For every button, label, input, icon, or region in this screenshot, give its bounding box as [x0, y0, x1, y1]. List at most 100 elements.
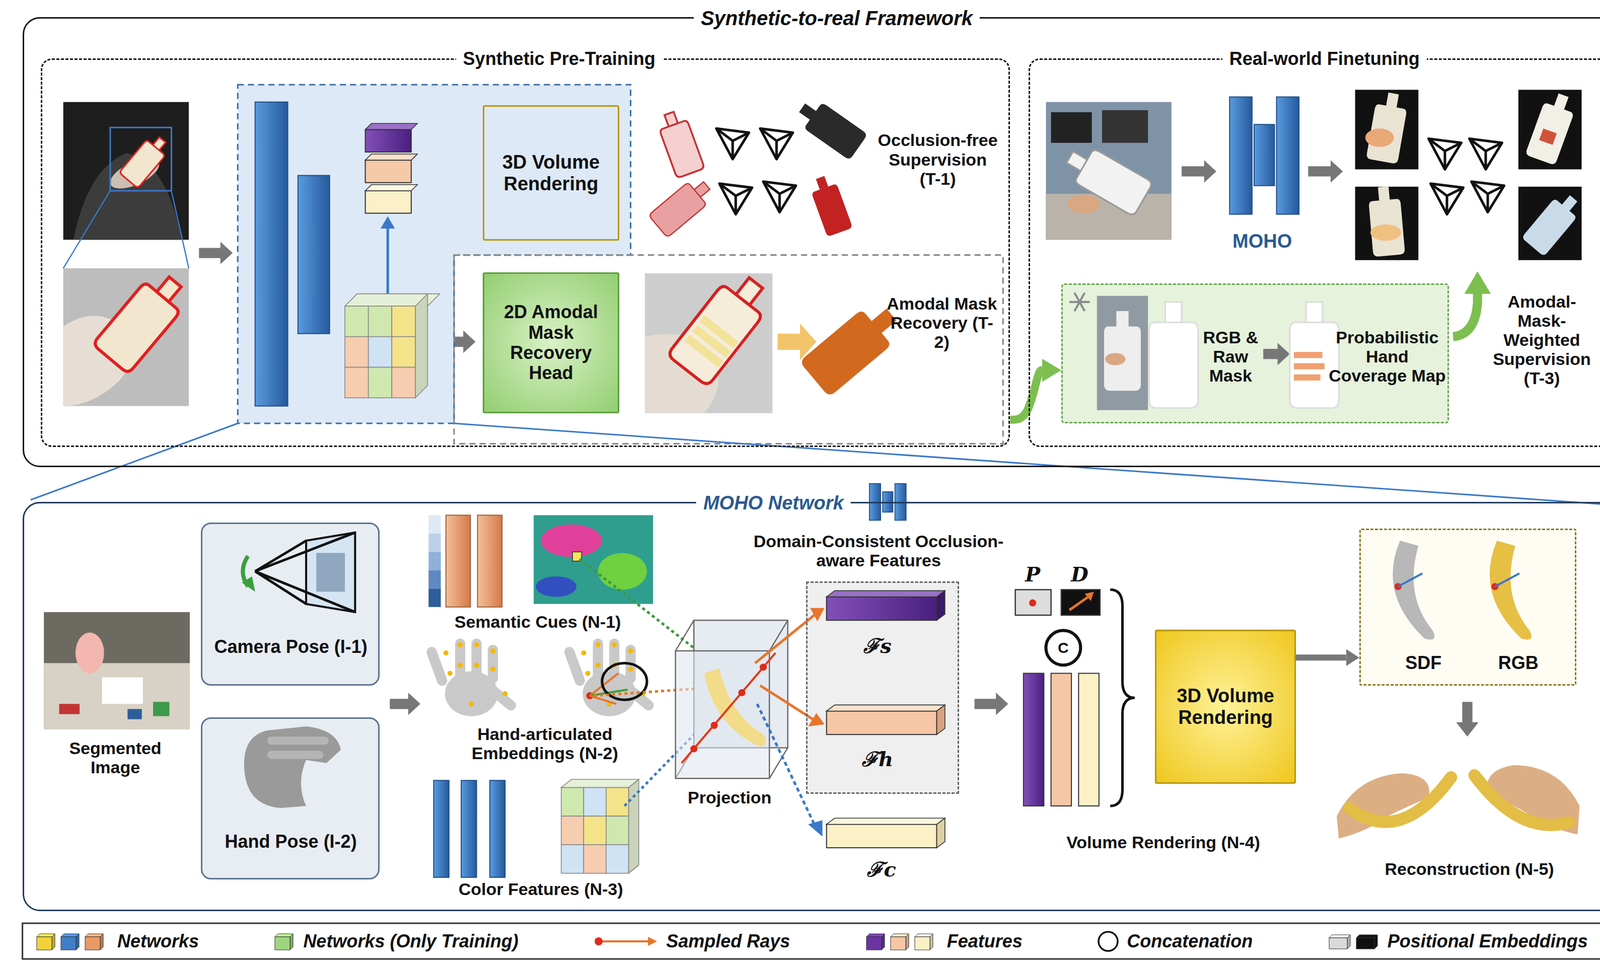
hand-renders [1518, 89, 1582, 170]
legend-sample-shape [866, 933, 933, 951]
color-features [461, 780, 477, 878]
input-photo [63, 190, 111, 269]
semantic-cues [477, 515, 503, 607]
concat-stack [1029, 599, 1037, 607]
input-photo [171, 190, 189, 269]
network-frame: Camera Pose (I-1) Hand Pose (I-2) Domain-C… [22, 501, 1600, 912]
legend-sample-shape [1098, 931, 1118, 952]
box-fill [22, 17, 1600, 468]
semantic-cues [428, 570, 441, 589]
feature-bars [936, 818, 945, 848]
input-box: Hand Pose (I-2) [200, 717, 380, 880]
legend-item: Features [864, 929, 1023, 954]
rendered-objects [760, 128, 793, 160]
flow-arrow [1009, 370, 1042, 420]
concat-stack [1051, 673, 1072, 807]
box-fill [200, 522, 380, 686]
color-features [583, 816, 607, 845]
concat-stack [1084, 591, 1094, 601]
network-region [391, 367, 416, 399]
concat-stack [1045, 630, 1081, 666]
box-label: ℱh [861, 748, 894, 771]
rendered-objects [792, 94, 868, 161]
segmented-image [43, 612, 190, 730]
camera-icon [306, 532, 355, 613]
coverage-example [1293, 351, 1323, 358]
feature-bars [826, 818, 945, 825]
feature-bars [826, 704, 945, 711]
color-features [606, 844, 629, 874]
camera-icon [255, 571, 307, 605]
projection-cube [681, 652, 776, 764]
flow-arrow [1295, 654, 1347, 661]
legend-sample-shape [1329, 934, 1378, 950]
rendered-objects [763, 181, 796, 213]
annotation: Reconstruction (N-5) [1346, 859, 1592, 879]
module-box: 3D Volume Rendering [1154, 629, 1296, 784]
legend-sample [272, 929, 297, 954]
box-fill [22, 501, 1600, 912]
box-label: Domain-Consistent Occlusion-aware Featur… [753, 531, 1005, 570]
coverage-example [1293, 374, 1321, 381]
sdf-rgb-banana [1494, 573, 1520, 587]
hand-renders [1370, 224, 1402, 241]
flow-arrow [198, 241, 233, 265]
hand-mesh [244, 726, 341, 809]
input-box: Camera Pose (I-1) [200, 522, 380, 686]
annotation: Projection [673, 787, 786, 808]
concat-stack [1078, 673, 1100, 807]
input-photo [118, 131, 172, 189]
coverage-example [1069, 293, 1090, 312]
projection-cube [755, 615, 815, 664]
real-photo [1059, 139, 1153, 217]
legend-sample-shape [274, 933, 294, 951]
hand-mesh [267, 736, 329, 745]
box-fill [40, 58, 1010, 448]
sdf-rgb-banana [1398, 573, 1423, 587]
semantic-cues [428, 533, 441, 552]
hand-renders [1355, 89, 1419, 170]
segmented-image [43, 612, 190, 730]
box-title: Synthetic-to-real Framework [693, 7, 980, 30]
annotation: Occlusion-free Supervision (T-1) [877, 130, 998, 188]
sdf-rgb-banana [1392, 540, 1435, 640]
segmented-image [59, 703, 81, 714]
projection-cube [769, 620, 788, 651]
network-region [454, 255, 1003, 445]
camera-icon [255, 571, 356, 613]
semantic-cues [540, 524, 603, 558]
concat-stack [1015, 589, 1135, 807]
network-region [391, 336, 416, 368]
legend-item: Networks [34, 929, 199, 954]
legend-sample [1327, 929, 1381, 954]
sdf-rgb-banana [1489, 540, 1532, 640]
segmented-image [75, 632, 105, 674]
color-features [606, 787, 629, 817]
color-features [561, 816, 585, 845]
network-region [344, 367, 369, 399]
semantic-cues [533, 515, 653, 604]
hand-renders [1469, 138, 1503, 170]
rendered-objects [648, 174, 716, 238]
box-label: SDF [1405, 652, 1442, 674]
rendered-objects [807, 172, 853, 237]
legend-sample-shape [36, 933, 104, 951]
rendered-objects [719, 183, 753, 215]
network-region [386, 226, 390, 295]
concat-stack [1015, 589, 1052, 616]
hand-embeddings [424, 638, 519, 717]
moho-icon [1229, 97, 1253, 215]
projection-cube [675, 620, 694, 651]
annotation: Semantic Cues (N-1) [439, 612, 637, 632]
zoom-line [30, 423, 238, 500]
projection-cube [759, 663, 767, 671]
segmented-image [127, 708, 142, 719]
coverage-example [1069, 271, 1491, 411]
network-region [365, 154, 418, 161]
projection-cube [810, 608, 825, 622]
network-region [368, 367, 393, 399]
zoom-line [454, 423, 1600, 504]
box-label: Camera Pose (I-1) [214, 636, 368, 658]
